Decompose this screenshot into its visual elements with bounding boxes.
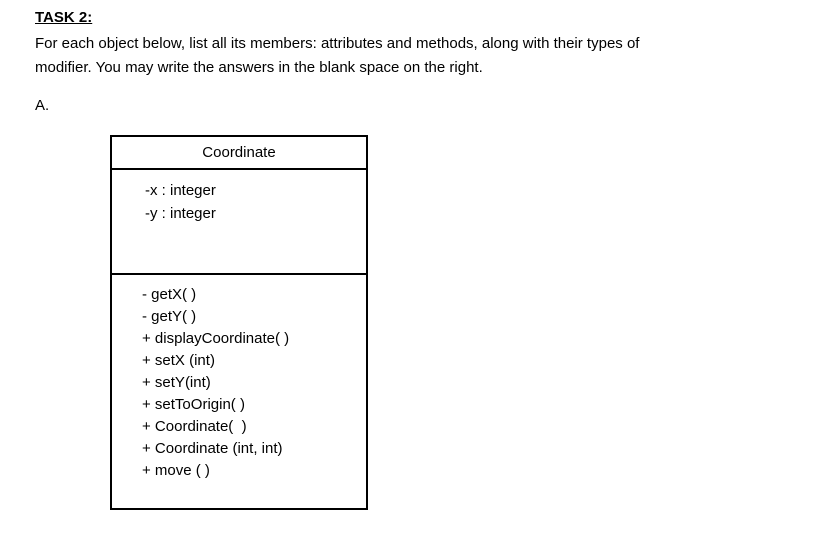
instruction-line: For each object below, list all its memb… [35, 35, 640, 52]
task-heading: TASK 2: [35, 9, 93, 26]
uml-class-name: Coordinate [112, 137, 366, 170]
uml-attribute: -x : integer [145, 182, 216, 199]
instruction-line: modifier. You may write the answers in t… [35, 59, 483, 76]
uml-attributes-compartment: -x : integer -y : integer [112, 170, 366, 275]
uml-method: + displayCoordinate( ) [142, 330, 290, 347]
task-instructions: For each object below, list all its memb… [35, 32, 639, 80]
item-label-a: A. [35, 97, 50, 114]
uml-method: - getY( ) [142, 308, 197, 325]
uml-method: - getX( ) [142, 286, 197, 303]
uml-method: + move ( ) [142, 462, 210, 479]
uml-method: + setX (int) [142, 352, 215, 369]
uml-method: + setToOrigin( ) [142, 396, 245, 413]
uml-method: + setY(int) [142, 374, 211, 391]
uml-attribute: -y : integer [145, 205, 216, 222]
uml-class-diagram: Coordinate -x : integer -y : integer - g… [110, 135, 368, 510]
uml-method: + Coordinate( ) [142, 418, 247, 435]
uml-methods-compartment: - getX( ) - getY( ) + displayCoordinate(… [112, 275, 366, 508]
uml-method: + Coordinate (int, int) [142, 440, 283, 457]
